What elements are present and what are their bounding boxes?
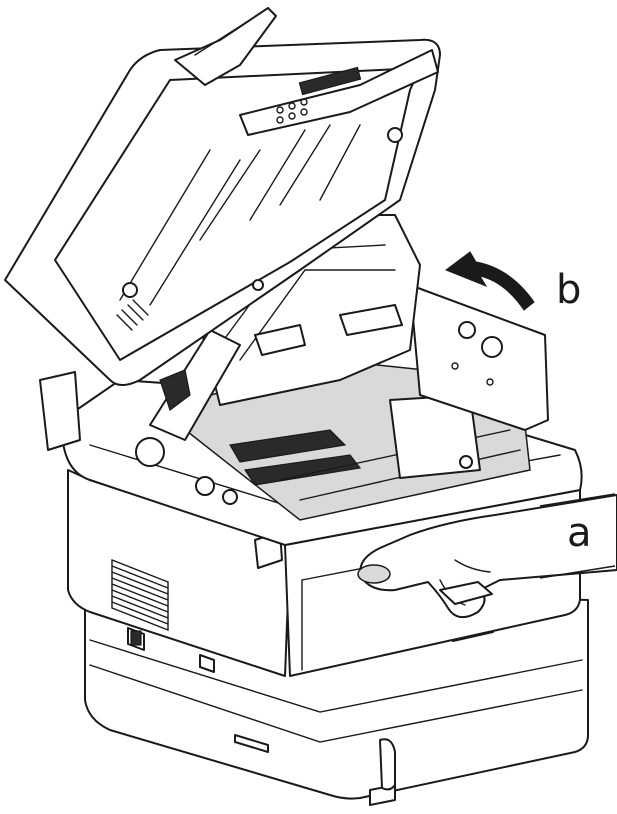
vent-grille	[111, 559, 169, 631]
hinge-bracket	[39, 371, 81, 451]
callout-a-leader-top	[539, 493, 616, 507]
callout-label-b: b	[556, 267, 582, 313]
hand-pressing-release	[357, 494, 617, 619]
scanner-unit	[4, 7, 441, 386]
callout-a-leader-bottom	[539, 565, 616, 579]
toner-release-button	[357, 564, 391, 584]
rear-housing	[409, 284, 549, 431]
callout-label-a: a	[567, 510, 592, 556]
lift-arrow-icon	[444, 251, 535, 311]
